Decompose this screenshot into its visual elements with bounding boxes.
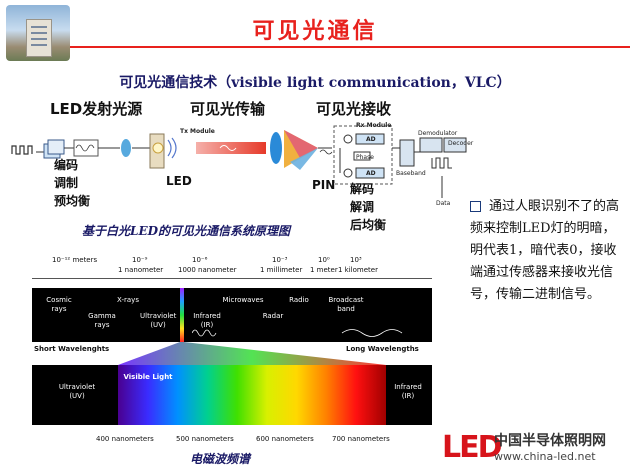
tx-steps: 编码 调制 预均衡 [54, 156, 90, 210]
title-underline [70, 46, 630, 48]
nm-tick-700: 700 nanometers [332, 435, 390, 443]
band-x-rays: X-rays [117, 296, 139, 304]
visible-expansion-fan [118, 342, 386, 365]
brand-watermark: LED 中国半导体照明网 www.china-led.net [442, 428, 630, 468]
rx-step-decode: 解码 [350, 182, 375, 196]
visible-ir-label: Infrared (IR) [394, 383, 422, 400]
band-microwaves: Microwaves [222, 296, 264, 304]
band-ultraviolet: Ultraviolet (UV) [140, 312, 177, 329]
band-infrared: Infrared (IR) [193, 312, 221, 329]
scale-name-1: 1 nanometer [118, 266, 164, 274]
scale-name-4: 1 meter [310, 266, 338, 274]
data-label: Data [436, 200, 451, 207]
wavelength-scale: 10⁻¹² meters 10⁻⁹ 1 nanometer 10⁻⁶ 1000 … [32, 254, 432, 284]
short-wavelengths-label: Short Wavelenghts [34, 345, 110, 353]
tx-step-encode: 编码 [54, 158, 79, 172]
page-title: 可见光通信 [252, 19, 378, 44]
long-wavelengths-label: Long Wavelengths [346, 345, 419, 353]
rx-steps: 解码 解调 后均衡 [350, 180, 386, 234]
diagram-caption: 基于白光LED的可见光通信系统原理图 [82, 224, 290, 238]
visible-uv-label: Ultraviolet (UV) [58, 383, 96, 400]
pin-label: PIN [312, 178, 336, 192]
rx-step-demodulate: 解调 [350, 200, 375, 214]
band-radio: Radio [289, 296, 309, 304]
tx-step-preequalize: 预均衡 [54, 194, 91, 208]
led-label: LED [166, 174, 192, 188]
ad-label-2: AD [366, 170, 376, 177]
scale-exp-0: 10⁻¹² meters [52, 256, 98, 264]
band-cosmic-rays: Cosmic rays [46, 296, 72, 313]
scale-name-3: 1 millimeter [260, 266, 303, 274]
stage-tx-label: LED发射光源 [50, 100, 143, 118]
decoder-label: Decoder [448, 140, 474, 147]
institution-photo-logo [6, 5, 70, 61]
visible-rainbow [118, 365, 386, 425]
scale-name-5: 1 kilometer [338, 266, 378, 274]
description-body: 通过人眼识别不了的高频来控制LED灯的明暗，明代表1，暗代表0，接收端通过传感器… [470, 199, 620, 302]
nm-tick-500: 500 nanometers [176, 435, 234, 443]
phase-label: Phase [356, 154, 374, 161]
scale-exp-5: 10³ [350, 256, 362, 264]
visible-spectrum-bar: Ultraviolet (UV) Visible Light Infrared … [32, 365, 432, 425]
ad-label-1: AD [366, 136, 376, 143]
brand-url: www.china-led.net [494, 450, 596, 463]
band-broadcast: Broadcast band [328, 296, 364, 313]
baseband-label: Baseband [396, 170, 426, 177]
rx-module-label: Rx Module [356, 122, 392, 129]
stage-rx-label: 可见光接收 [316, 100, 392, 118]
scale-name-2: 1000 nanometer [178, 266, 237, 274]
tx-step-modulate: 调制 [54, 176, 79, 190]
em-spectrum-bar: Cosmic rays X-rays Gamma rays Ultraviole… [32, 288, 432, 342]
nm-tick-400: 400 nanometers [96, 435, 154, 443]
scale-exp-3: 10⁻³ [272, 256, 288, 264]
nm-tick-600: 600 nanometers [256, 435, 314, 443]
scale-exp-1: 10⁻⁹ [132, 256, 148, 264]
tx-module-label: Tx Module [180, 128, 215, 135]
band-gamma-rays: Gamma rays [88, 312, 116, 329]
rx-step-postequalize: 后均衡 [350, 218, 387, 232]
demodulator-label: Demodulator [418, 130, 458, 137]
stage-channel-label: 可见光传输 [190, 100, 266, 118]
scale-exp-4: 10⁰ [318, 256, 330, 264]
visible-light-label: Visible Light [123, 373, 173, 381]
checkbox-bullet-icon [470, 201, 481, 212]
band-radar: Radar [262, 312, 284, 320]
vlc-system-diagram [11, 125, 467, 198]
subtitle: 可见光通信技术（visible light communication，VLC） [119, 75, 511, 91]
brand-logo: LED [442, 430, 502, 465]
description-text: 通过人眼识别不了的高频来控制LED灯的明暗，明代表1，暗代表0，接收端通过传感器… [470, 196, 626, 306]
scale-exp-2: 10⁻⁶ [192, 256, 208, 264]
spectrum-caption: 电磁波频谱 [190, 452, 251, 466]
brand-name: 中国半导体照明网 [494, 433, 606, 449]
